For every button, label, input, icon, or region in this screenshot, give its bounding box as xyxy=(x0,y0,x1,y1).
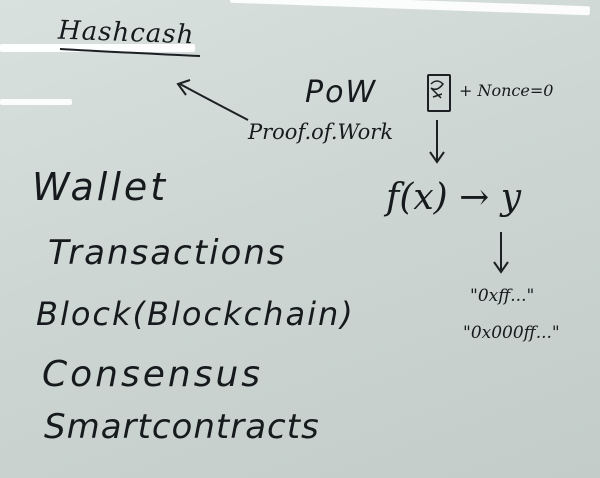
output-2-text: "0x000ff..." xyxy=(463,323,560,343)
formula-text: f(x) → y xyxy=(386,177,522,218)
pow-text: PoW xyxy=(305,75,378,110)
arrow-down-1-head xyxy=(429,151,445,164)
arrow-down-2-head xyxy=(493,261,509,274)
list-item-consensus: Consensus xyxy=(42,354,264,395)
list-item-smartcontracts: Smartcontracts xyxy=(44,407,320,447)
block-box xyxy=(427,74,451,112)
proof-of-work-text: Proof.of.Work xyxy=(248,120,394,144)
arrow-to-hashcash xyxy=(179,83,249,121)
glare-3 xyxy=(0,99,72,105)
nonce-text: + Nonce=0 xyxy=(459,81,554,100)
hashcash-underline xyxy=(59,48,201,57)
output-1-text: "0xff..." xyxy=(470,286,535,306)
list-item-transactions: Transactions xyxy=(48,233,287,273)
glare-2 xyxy=(0,44,195,52)
list-item-wallet: Wallet xyxy=(32,165,169,209)
block-scribble xyxy=(430,80,444,99)
list-item-block: Block(Blockchain) xyxy=(36,295,355,333)
arrow-to-hashcash-head xyxy=(176,79,191,96)
